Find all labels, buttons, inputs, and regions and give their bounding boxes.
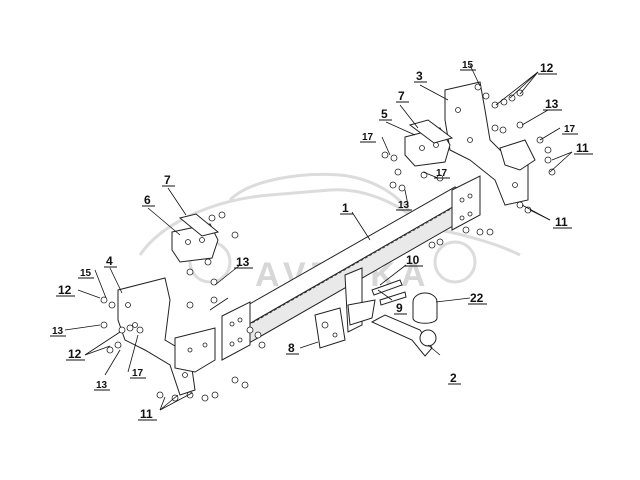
callout-10: 10 [406,253,420,267]
callout-13-right: 13 [545,97,559,111]
callout-7-left: 7 [164,173,171,187]
leader-lines [64,64,573,411]
callout-8: 8 [288,341,295,355]
callout-12-top: 12 [540,61,554,75]
fasteners-right-mid [381,151,494,249]
callout-17-upper: 17 [362,132,374,143]
callout-17-center: 17 [436,168,448,179]
callout-1: 1 [342,201,349,215]
beam-right-end-plate [451,175,481,231]
fasteners-left [100,211,266,402]
hitch-receiver [344,267,376,333]
socket-bracket [314,307,346,349]
callout-13-mid: 13 [236,255,250,269]
right-side-bracket [444,81,529,206]
right-lower-plate [499,139,536,171]
left-clamp-plate [178,213,220,237]
callout-13-center: 13 [398,200,410,211]
callout-13-left: 13 [52,326,64,337]
callout-9: 9 [396,301,403,315]
callout-2: 2 [450,371,457,385]
callout-12-left-low: 12 [68,347,82,361]
callout-13-left-low: 13 [96,380,108,391]
callout-17-right: 17 [564,124,576,135]
callout-4: 4 [106,254,113,268]
callout-12-left: 12 [58,283,72,297]
callout-11-bottom: 11 [140,407,153,421]
callout-7-right: 7 [398,89,405,103]
left-lower-plate [174,327,216,373]
callout-11-right-high: 11 [576,141,589,155]
callout-5: 5 [381,107,388,121]
right-clamp-plate [408,119,454,144]
callout-22: 22 [470,291,484,305]
tow-ball-cover [412,292,438,324]
callout-15-right: 15 [462,60,474,71]
callout-17-left: 17 [132,368,144,379]
callout-15-left: 15 [80,268,92,279]
callout-11-right-low: 11 [555,215,568,229]
callout-3: 3 [416,69,423,83]
tow-ball-arm [370,314,437,357]
beam-left-end-plate [221,301,251,361]
callout-labels: 1 2 3 4 5 6 7 7 8 9 10 11 11 11 12 12 12… [50,60,593,421]
callout-6: 6 [144,193,151,207]
